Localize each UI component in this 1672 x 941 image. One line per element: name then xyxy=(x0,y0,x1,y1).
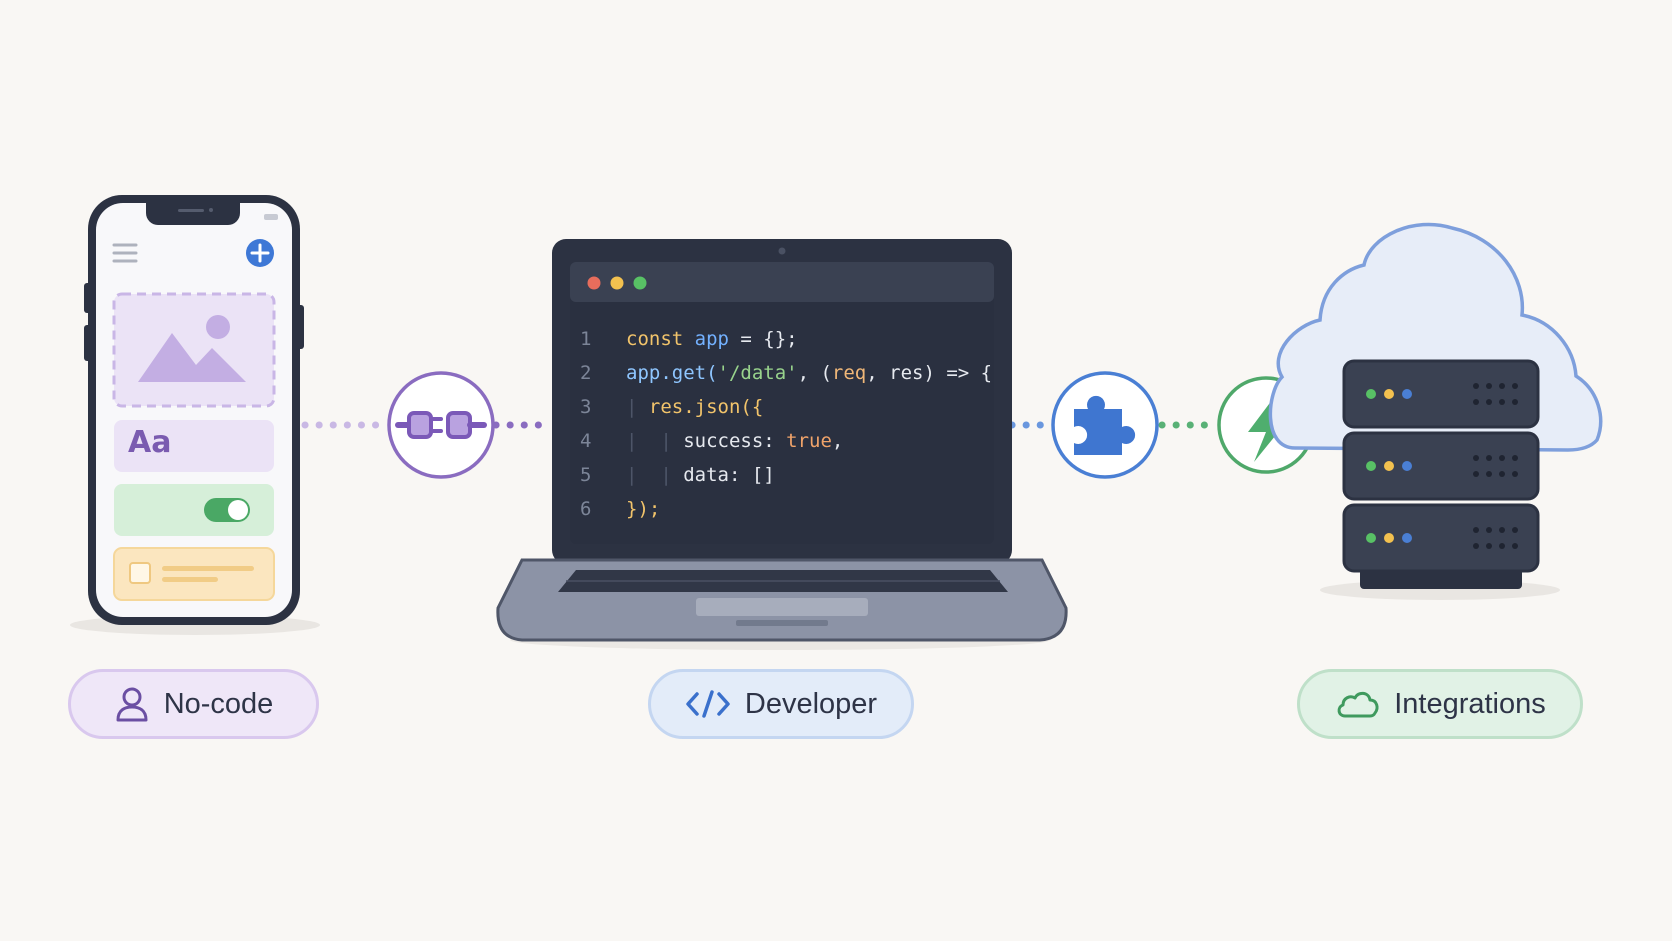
code-token: const xyxy=(626,328,695,350)
line-number: 4 xyxy=(580,430,592,452)
server-unit xyxy=(1342,503,1540,573)
laptop-camera xyxy=(778,247,786,255)
window-close-dot[interactable] xyxy=(587,276,601,290)
puzzle-node xyxy=(1051,371,1159,479)
code-token: app xyxy=(694,328,729,350)
toggle-block xyxy=(114,484,274,536)
line-number: 2 xyxy=(580,362,592,384)
code-line: 2 app.get('/data', (req, res) => { xyxy=(580,356,992,390)
integrations-text: Integrations xyxy=(1394,687,1546,720)
image-icon xyxy=(138,315,246,382)
text-sample: Aa xyxy=(128,425,172,460)
server-unit xyxy=(1342,431,1540,501)
puzzle-icon xyxy=(1074,395,1136,455)
developer-text: Developer xyxy=(744,687,878,720)
laptop-trackpad xyxy=(696,598,868,616)
code-token: }); xyxy=(626,498,661,520)
code-token: true xyxy=(786,430,832,452)
code-token: = {}; xyxy=(728,328,798,350)
developer-label: Developer xyxy=(648,669,914,739)
code-token: res.json({ xyxy=(648,396,764,418)
editor-titlebar xyxy=(570,262,994,302)
line-number: 6 xyxy=(580,498,592,520)
code-token: | xyxy=(626,396,649,418)
code-token: , ( xyxy=(797,362,832,384)
menu-icon[interactable] xyxy=(112,243,138,263)
phone xyxy=(84,195,304,625)
code-token: app.get( xyxy=(626,362,718,384)
window-minimize-dot[interactable] xyxy=(610,276,624,290)
user-icon xyxy=(114,685,150,723)
nocode-text: No-code xyxy=(163,687,274,720)
code-token: | | xyxy=(626,430,684,452)
code-line: 3 | res.json({ xyxy=(580,390,992,424)
code-token: success: xyxy=(683,430,787,452)
code-token: data: [] xyxy=(683,464,775,486)
plug-node xyxy=(387,371,495,479)
integrations-label: Integrations xyxy=(1297,669,1583,739)
plug-icon xyxy=(395,411,487,439)
code-line: 4 | | success: true, xyxy=(580,424,992,458)
nocode-label: No-code xyxy=(68,669,319,739)
server-unit xyxy=(1342,359,1540,429)
code-line: 6}); xyxy=(580,492,992,526)
laptop xyxy=(496,239,1068,642)
code-icon xyxy=(685,689,731,719)
text-block xyxy=(114,420,274,472)
code-token: , xyxy=(831,430,844,452)
line-number: 3 xyxy=(580,396,592,418)
phone-notch xyxy=(146,203,240,225)
code-token: res) => { xyxy=(889,362,993,384)
code-line: 5 | | data: [] xyxy=(580,458,992,492)
plus-icon[interactable] xyxy=(246,239,274,267)
image-placeholder xyxy=(112,292,276,408)
line-number: 5 xyxy=(580,464,592,486)
card-block xyxy=(113,547,275,601)
code-token: req xyxy=(831,362,867,384)
checkbox[interactable] xyxy=(129,562,151,584)
cloud-icon xyxy=(1334,688,1380,720)
line-number: 1 xyxy=(580,328,592,350)
window-maximize-dot[interactable] xyxy=(633,276,647,290)
code-token: , xyxy=(866,362,890,384)
toggle-switch[interactable] xyxy=(204,498,250,522)
code-token: '/data' xyxy=(717,362,798,384)
code-line: 1 const app = {}; xyxy=(580,322,992,356)
server-icon xyxy=(1342,359,1540,589)
code-token: | | xyxy=(626,464,684,486)
